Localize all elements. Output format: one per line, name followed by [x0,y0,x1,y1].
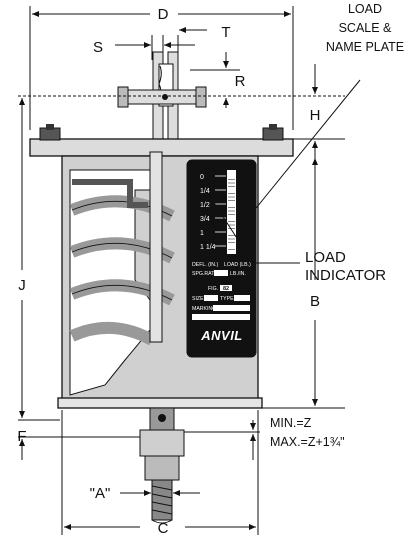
scale-mark: 1 [200,230,204,237]
callout-load-scale-2: SCALE & [339,21,392,35]
plate-fig-number: 82 [223,286,229,292]
plate-scale-marks: 0 1/4 1/2 3/4 1 1 1/4 [200,174,216,251]
dim-t-label: T [221,24,230,41]
dim-r-label: R [235,73,246,90]
top-clevis [117,51,207,149]
plate-lb-in-label: LB./IN. [230,271,246,277]
scale-mark: 1/4 [200,188,210,195]
callout-load-indicator-2: INDICATOR [305,267,386,284]
scale-mark: 3/4 [200,216,210,223]
dim-d-label: D [158,6,169,23]
plate-type-label: TYPE [220,296,234,302]
dim-a-label: "A" [90,485,111,502]
bottom-assembly [139,407,185,524]
dim-h-label: H [310,107,321,124]
plate-load-label: LOAD (LB.) [224,262,251,268]
callout-min-z: MIN.=Z [270,416,312,430]
dim-j-label: J [18,277,26,294]
top-flange [29,124,294,157]
scale-mark: 1/2 [200,202,210,209]
callout-load-scale-1: LOAD [348,2,382,16]
callout-load-indicator-1: LOAD [305,249,346,266]
plate-brand-logo: ANVIL [200,328,243,343]
dimension-lines [18,6,361,535]
plate-spg-rate-label: SPG.RATE [192,271,218,277]
callout-max-z: MAX.=Z+1¾" [270,435,345,449]
plate-size-label: SIZE [192,296,204,302]
plate-fig-label: FIG. [208,286,218,292]
scale-mark: 1 1/4 [200,244,216,251]
scale-mark: 0 [200,174,204,181]
dim-s-label: S [93,39,103,56]
plate-defl-label: DEFL. (IN.) [192,262,218,268]
dim-c-label: C [158,520,169,537]
callout-load-scale-3: NAME PLATE [326,40,404,54]
dim-f-label: F [17,428,26,445]
plate-marking-label: MARKING [192,306,216,312]
dim-b-label: B [310,293,320,310]
